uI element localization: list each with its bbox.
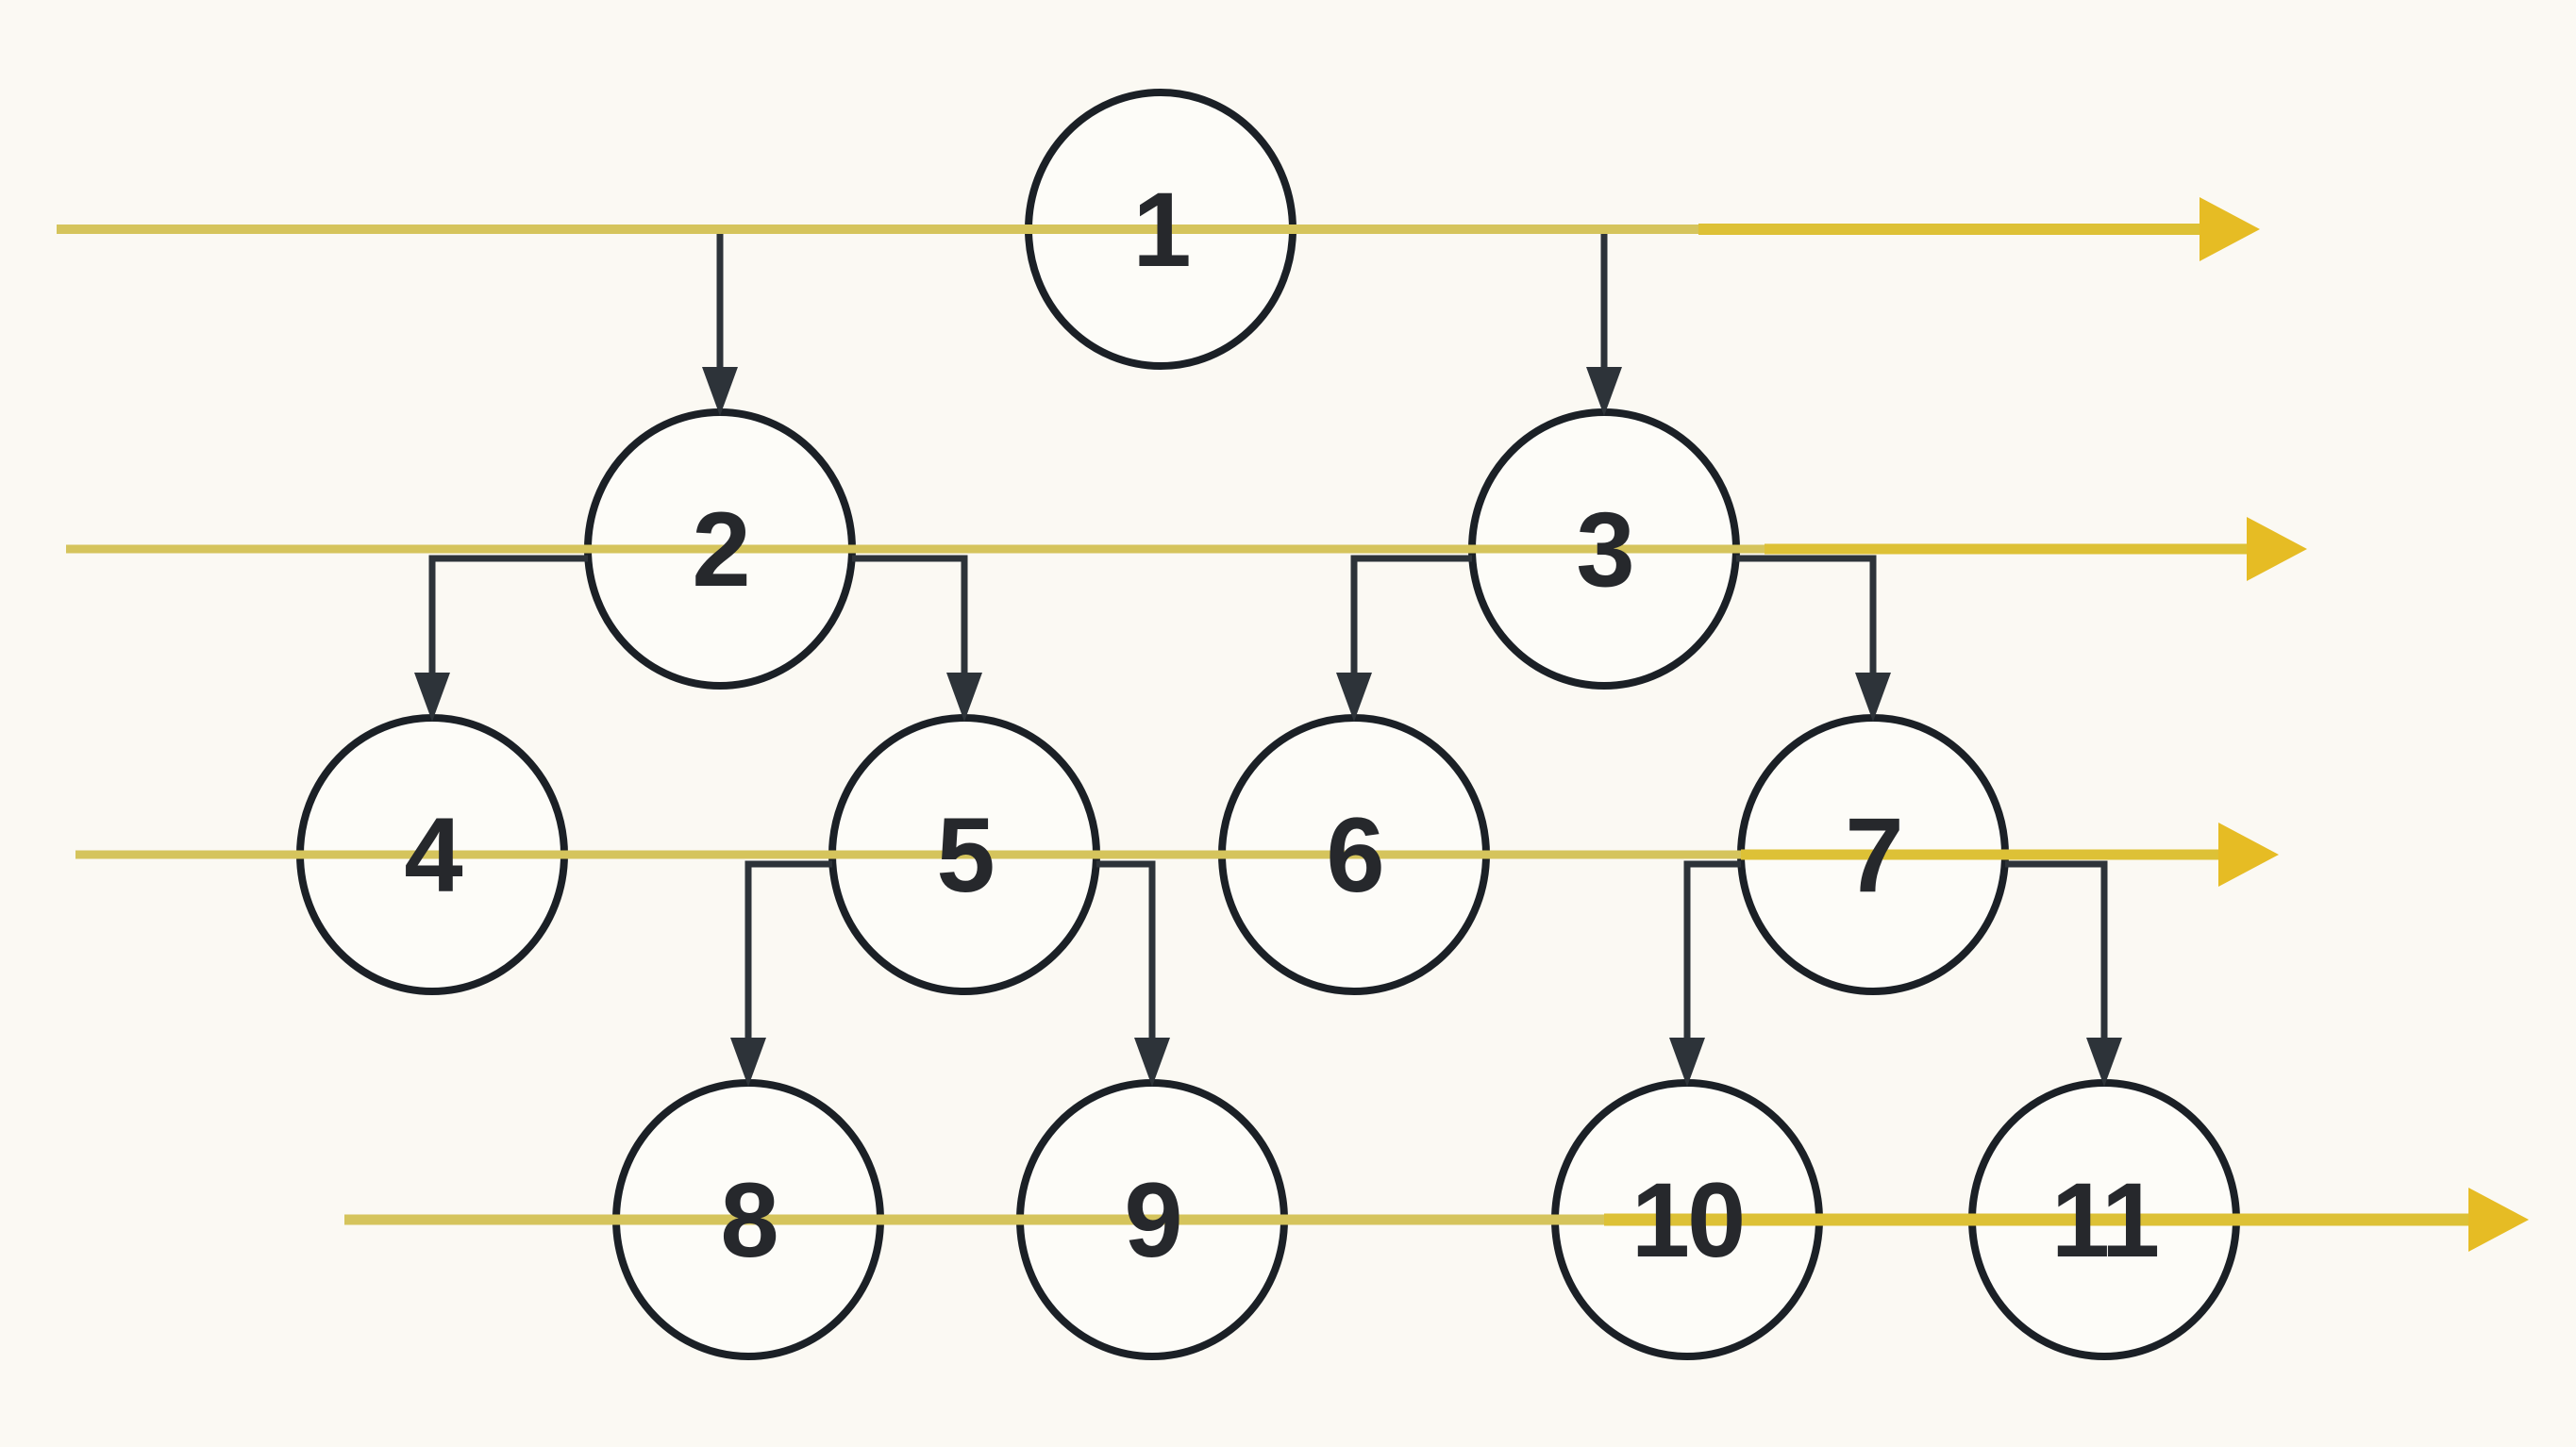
edge-5-9 <box>1096 860 1170 1087</box>
edge-connector-line <box>428 555 588 676</box>
edge-2-5 <box>852 555 982 722</box>
arrow-right-icon <box>2218 823 2279 887</box>
node-label-8: 8 <box>720 1161 776 1279</box>
arrow-down-icon <box>1134 1038 1170 1087</box>
arrow-right-icon <box>2468 1188 2529 1252</box>
arrow-down-icon <box>414 673 450 722</box>
edge-7-10 <box>1669 860 1741 1087</box>
node-label-3: 3 <box>1576 491 1631 608</box>
edge-connector-line <box>1096 860 1156 1041</box>
edge-5-8 <box>730 860 832 1087</box>
arrow-right-icon <box>2247 517 2307 581</box>
level-arrow-4 <box>344 1188 2529 1252</box>
edge-connector-line <box>1350 555 1472 676</box>
node-label-9: 9 <box>1124 1161 1179 1279</box>
arrow-down-icon <box>1586 367 1622 416</box>
arrow-right-icon <box>2200 197 2260 261</box>
labels-layer: 1 2 3 4 5 6 7 8 9 10 11 <box>404 171 2161 1279</box>
edge-3-6 <box>1336 555 1472 722</box>
arrow-down-icon <box>1855 673 1891 722</box>
arrow-down-icon <box>730 1038 766 1087</box>
edge-2-4 <box>414 555 588 722</box>
node-label-11: 11 <box>2051 1161 2158 1279</box>
node-label-6: 6 <box>1326 796 1381 914</box>
node-label-5: 5 <box>936 796 993 914</box>
edge-3-7 <box>1736 555 1891 722</box>
edge-connector-line <box>2005 860 2108 1041</box>
node-label-7: 7 <box>1845 796 1900 914</box>
arrow-down-icon <box>1336 673 1372 722</box>
node-label-2: 2 <box>692 491 747 608</box>
edge-connector-line <box>744 860 832 1041</box>
level-arrow-2 <box>66 517 2307 581</box>
edge-connector-line <box>1683 860 1741 1041</box>
arrow-down-icon <box>1669 1038 1705 1087</box>
arrow-down-icon <box>702 367 738 416</box>
level-arrow-1 <box>57 197 2260 261</box>
edge-connector-line <box>852 555 968 676</box>
node-label-10: 10 <box>1631 1161 1744 1279</box>
edge-7-11 <box>2005 860 2122 1087</box>
arrow-down-icon <box>2086 1038 2122 1087</box>
level-arrows-layer <box>57 197 2529 1252</box>
level-arrow-3 <box>75 823 2279 887</box>
node-label-4: 4 <box>404 796 462 914</box>
arrow-down-icon <box>946 673 982 722</box>
node-label-1: 1 <box>1132 171 1189 289</box>
edge-connector-line <box>1736 555 1877 676</box>
